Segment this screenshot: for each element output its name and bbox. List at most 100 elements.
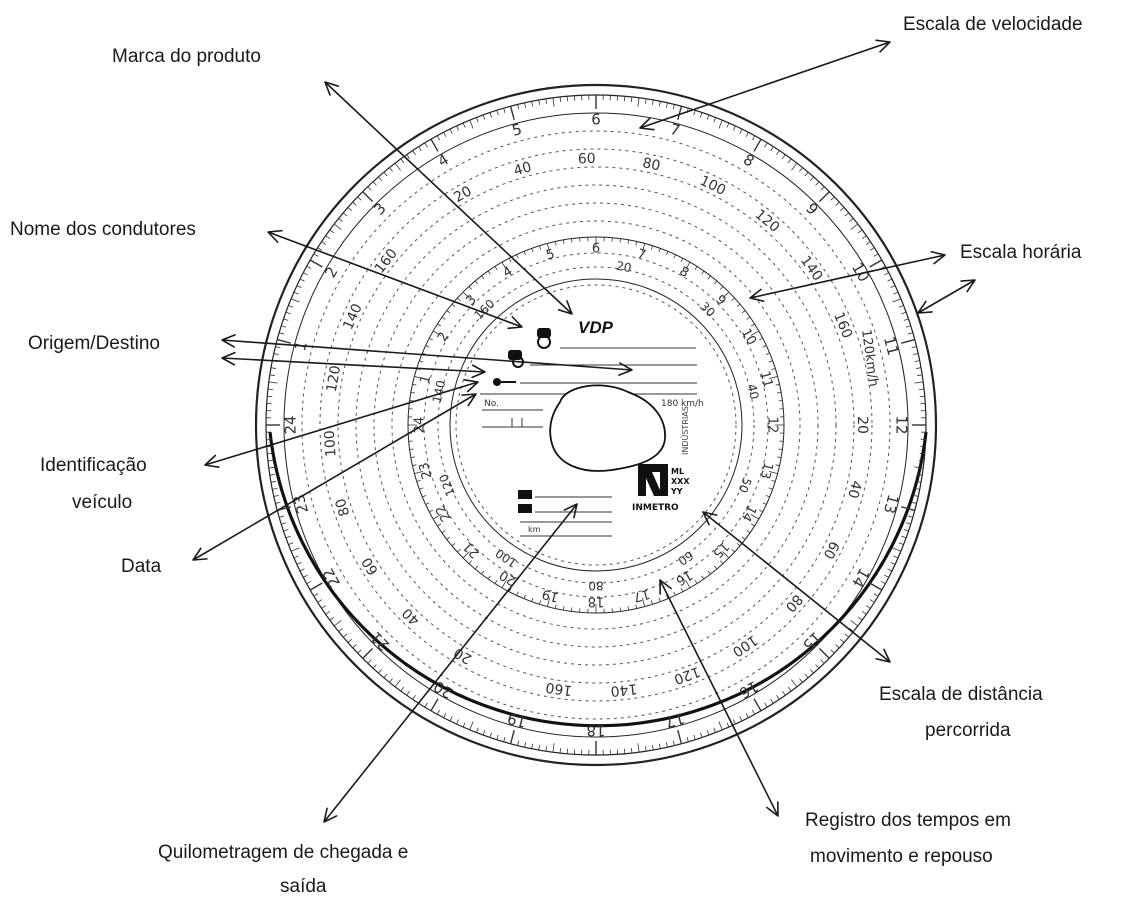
arrowhead (930, 250, 946, 265)
inner-tick (635, 604, 638, 609)
inner-hour-label: 18 (588, 594, 605, 609)
inner-tick (451, 303, 456, 308)
inner-tick (468, 560, 472, 564)
arrowhead (204, 454, 220, 468)
inner-tick (410, 456, 415, 459)
hour-tick (901, 311, 907, 315)
hour-tick (272, 488, 278, 490)
hour-tick (677, 106, 683, 120)
hour-tick (637, 97, 640, 107)
hour-tick (840, 638, 845, 643)
inner-tick (481, 570, 485, 575)
hour-tick (751, 135, 756, 141)
hour-tick (915, 481, 922, 483)
hour-tick (559, 748, 562, 754)
label-movimento-e-repouso: movimento e repouso (810, 846, 993, 867)
hour-label: 8 (740, 150, 757, 170)
hour-tick (436, 135, 441, 141)
hour-tick (919, 388, 925, 391)
route-icon (493, 378, 516, 386)
inner-tick (720, 286, 724, 290)
distance-label: 20 (615, 259, 632, 275)
hour-tick (713, 117, 716, 123)
hour-tick (383, 171, 388, 177)
hour-tick (672, 740, 675, 746)
inner-tick (750, 514, 760, 520)
hour-tick (637, 743, 640, 753)
inner-hour-label: 14 (738, 502, 759, 524)
arrow-distancia (702, 511, 891, 663)
hour-tick (804, 171, 809, 177)
inner-tick (546, 243, 551, 253)
hour-tick (630, 96, 633, 102)
hour-tick (496, 110, 499, 116)
arrow-origem-2 (221, 357, 486, 373)
hour-tick (869, 599, 875, 603)
inner-tick (650, 245, 653, 250)
hour-tick (745, 713, 749, 718)
inner-tick (419, 487, 424, 490)
hour-tick (389, 167, 393, 172)
hour-tick (306, 580, 312, 585)
hour-tick (552, 743, 555, 753)
hour-scale-ring (283, 112, 909, 738)
hour-tick (482, 730, 486, 736)
inner-tick (432, 330, 442, 336)
hour-tick (270, 367, 277, 369)
hour-tick (791, 162, 798, 171)
hour-tick (317, 599, 323, 603)
inner-tick (673, 591, 676, 596)
driver-icon (537, 328, 551, 349)
hour-tick (394, 162, 401, 171)
hour-tick (873, 593, 879, 597)
inner-tick (778, 448, 783, 450)
hour-tick (907, 515, 913, 518)
hour-tick (645, 98, 647, 104)
hour-label: 9 (802, 199, 821, 218)
inner-hour-label: 7 (636, 247, 648, 264)
inner-tick (414, 470, 424, 475)
speed-label: 20 (854, 416, 870, 434)
hour-tick (342, 633, 348, 638)
hour-tick (283, 529, 289, 532)
hour-tick (418, 146, 422, 152)
arrowhead (659, 579, 672, 595)
inner-tick (516, 591, 519, 596)
hour-tick (394, 679, 401, 688)
center-hole (549, 384, 666, 472)
inner-tick (501, 579, 507, 589)
hour-tick (456, 719, 460, 725)
hour-tick (873, 253, 879, 257)
label-nome-dos-condutores: Nome dos condutores (10, 219, 196, 240)
hour-tick (503, 108, 506, 114)
inner-tick (539, 245, 542, 250)
arrowhead (563, 503, 578, 519)
hour-tick (700, 112, 703, 118)
hour-tick (903, 529, 909, 532)
hour-tick (718, 721, 723, 731)
inner-tick (419, 360, 424, 363)
hour-tick (764, 702, 768, 708)
inner-hour-label: 23 (417, 461, 436, 481)
arrowhead (267, 229, 283, 243)
hour-tick (509, 730, 515, 744)
inner-tick (775, 383, 780, 386)
hour-tick (919, 459, 925, 462)
arrow-condutores (267, 231, 523, 328)
hour-tick (325, 611, 331, 615)
hour-tick (303, 272, 308, 276)
hour-tick (269, 374, 275, 376)
hour-tick (424, 142, 428, 148)
hour-tick (630, 748, 633, 754)
callout-labels: Marca do produto Escala de velocidade No… (10, 14, 1083, 897)
hour-tick (489, 112, 492, 118)
distance-label: 140 (430, 379, 448, 404)
arrowhead (324, 81, 340, 96)
inner-tick (762, 345, 767, 348)
hour-tick (321, 241, 326, 245)
distance-label: 120 (436, 472, 458, 498)
inner-tick (768, 470, 778, 475)
hour-tick (372, 181, 377, 186)
inner-tick (481, 275, 485, 280)
hour-tick (869, 582, 883, 591)
